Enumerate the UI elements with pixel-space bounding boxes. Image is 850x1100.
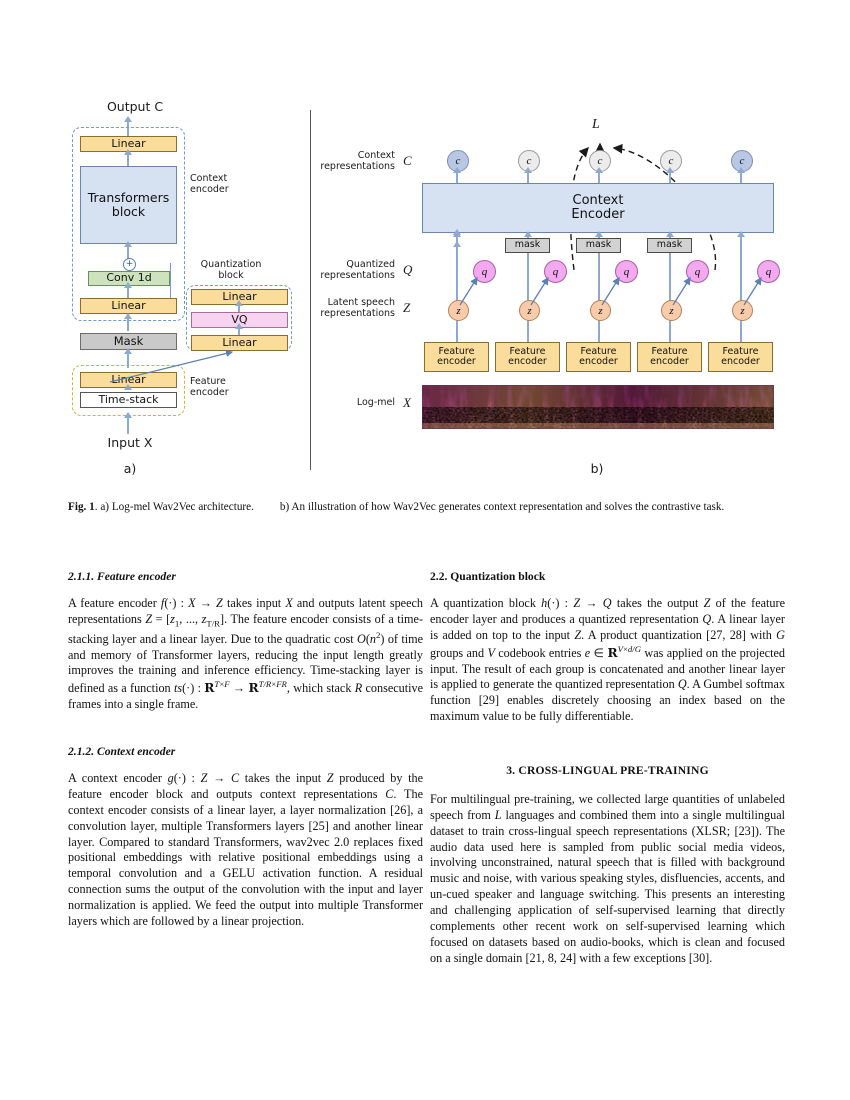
arrow-to-c-3 xyxy=(595,167,603,183)
node-z-5: z xyxy=(732,300,753,321)
line-col-4 xyxy=(669,236,671,348)
paragraph-3: For multilingual pre-training, we collec… xyxy=(430,791,785,965)
residual-add-icon: + xyxy=(123,258,136,271)
feature-encoder-box-5: Feature encoder xyxy=(708,342,773,372)
node-q-2: q xyxy=(544,260,567,283)
mask-box-3: mask xyxy=(647,238,692,253)
figure-divider xyxy=(310,110,311,470)
feature-encoder-box-2: Feature encoder xyxy=(495,342,560,372)
log-mel-spectrogram xyxy=(422,385,774,429)
figure-caption: Fig. 1. a) Log-mel Wav2Vec architecture.… xyxy=(68,500,784,515)
block-transformers: Transformers block xyxy=(80,166,177,244)
label-latent-speech-representations: Latent speech representations xyxy=(320,297,395,320)
feature-encoder-box-3: Feature encoder xyxy=(566,342,631,372)
node-q-4: q xyxy=(686,260,709,283)
left-column: 2.1.1. Feature encoder A feature encoder… xyxy=(68,570,423,943)
arrow-output xyxy=(124,116,132,139)
arrow-transformers xyxy=(124,241,132,260)
arrow-input xyxy=(124,412,132,434)
panel-a-label: a) xyxy=(123,461,137,476)
label-context-encoder: Context encoder xyxy=(190,173,229,196)
node-c-5: c xyxy=(731,150,753,172)
arrow-to-c-2 xyxy=(524,167,532,183)
right-column: 2.2. Quantization block A quantization b… xyxy=(430,570,785,979)
loss-symbol: L xyxy=(592,117,600,132)
mask-box-2: mask xyxy=(576,238,621,253)
figure-1: Output C Linear Transformers block + xyxy=(0,95,850,485)
line-col-5 xyxy=(740,236,742,348)
heading-3: 3. CROSS-LINGUAL PRE-TRAINING xyxy=(506,763,709,777)
label-quantized-representations: Quantized representations xyxy=(320,259,395,282)
heading-2-1-1: 2.1.1. Feature encoder xyxy=(68,570,176,583)
caption-figure-number: Fig. 1 xyxy=(68,501,95,513)
paragraph-2-2: A quantization block h(·) : Z → Q takes … xyxy=(430,596,786,724)
arrow-linear-ctx xyxy=(124,313,132,331)
mask-box-1: mask xyxy=(505,238,550,253)
arrow-quant-top xyxy=(235,300,243,315)
heading-2-2: 2.2. Quantization block xyxy=(430,570,546,583)
panel-a-output-label: Output C xyxy=(106,99,164,114)
block-time-stack: Time-stack xyxy=(80,392,177,408)
arrow-linear-top xyxy=(124,149,132,169)
symbol-Q: Q xyxy=(403,262,413,277)
node-z-1: z xyxy=(448,300,469,321)
arrow-conv1d xyxy=(124,282,132,300)
heading-2-1-2: 2.1.2. Context encoder xyxy=(68,745,176,759)
node-z-3: z xyxy=(590,300,611,321)
arrow-to-c-5 xyxy=(737,167,745,183)
node-z-2: z xyxy=(519,300,540,321)
node-q-3: q xyxy=(615,260,638,283)
arrow-to-c-4 xyxy=(666,167,674,183)
label-feature-encoder: Feature encoder xyxy=(190,376,229,399)
symbol-Z: Z xyxy=(403,300,411,315)
node-z-4: z xyxy=(661,300,682,321)
line-col-2 xyxy=(527,236,529,348)
label-log-mel: Log-mel xyxy=(356,397,395,408)
node-q-5: q xyxy=(757,260,780,283)
paragraph-2-1-1: A feature encoder f(·) : X → Z takes inp… xyxy=(68,596,424,712)
symbol-X: X xyxy=(403,395,411,410)
block-quant-linear-bottom: Linear xyxy=(191,335,288,351)
context-encoder-box: Context Encoder xyxy=(422,183,774,233)
paragraph-2-1-2: A context encoder g(·) : Z → C takes the… xyxy=(68,771,424,928)
node-c-3: c xyxy=(589,150,611,172)
arrow-quant-mid xyxy=(235,323,243,338)
caption-part-b: b) An illustration of how Wav2Vec genera… xyxy=(279,501,725,513)
panel-a-input-label: Input X xyxy=(107,435,153,450)
label-context-representations: Context representations xyxy=(320,150,395,173)
line-col-3 xyxy=(598,236,600,348)
arrow-to-c-1 xyxy=(453,167,461,183)
caption-part-a: . a) Log-mel Wav2Vec architecture. xyxy=(94,501,254,513)
symbol-C: C xyxy=(403,153,412,168)
label-quantization-block: Quantization block xyxy=(200,259,262,282)
node-q-1: q xyxy=(473,260,496,283)
block-linear-context: Linear xyxy=(80,298,177,314)
feature-encoder-box-4: Feature encoder xyxy=(637,342,702,372)
feature-encoder-box-1: Feature encoder xyxy=(424,342,489,372)
panel-b-label: b) xyxy=(590,461,604,476)
z-to-q-arrows xyxy=(459,276,762,306)
line-col-1 xyxy=(456,236,458,348)
